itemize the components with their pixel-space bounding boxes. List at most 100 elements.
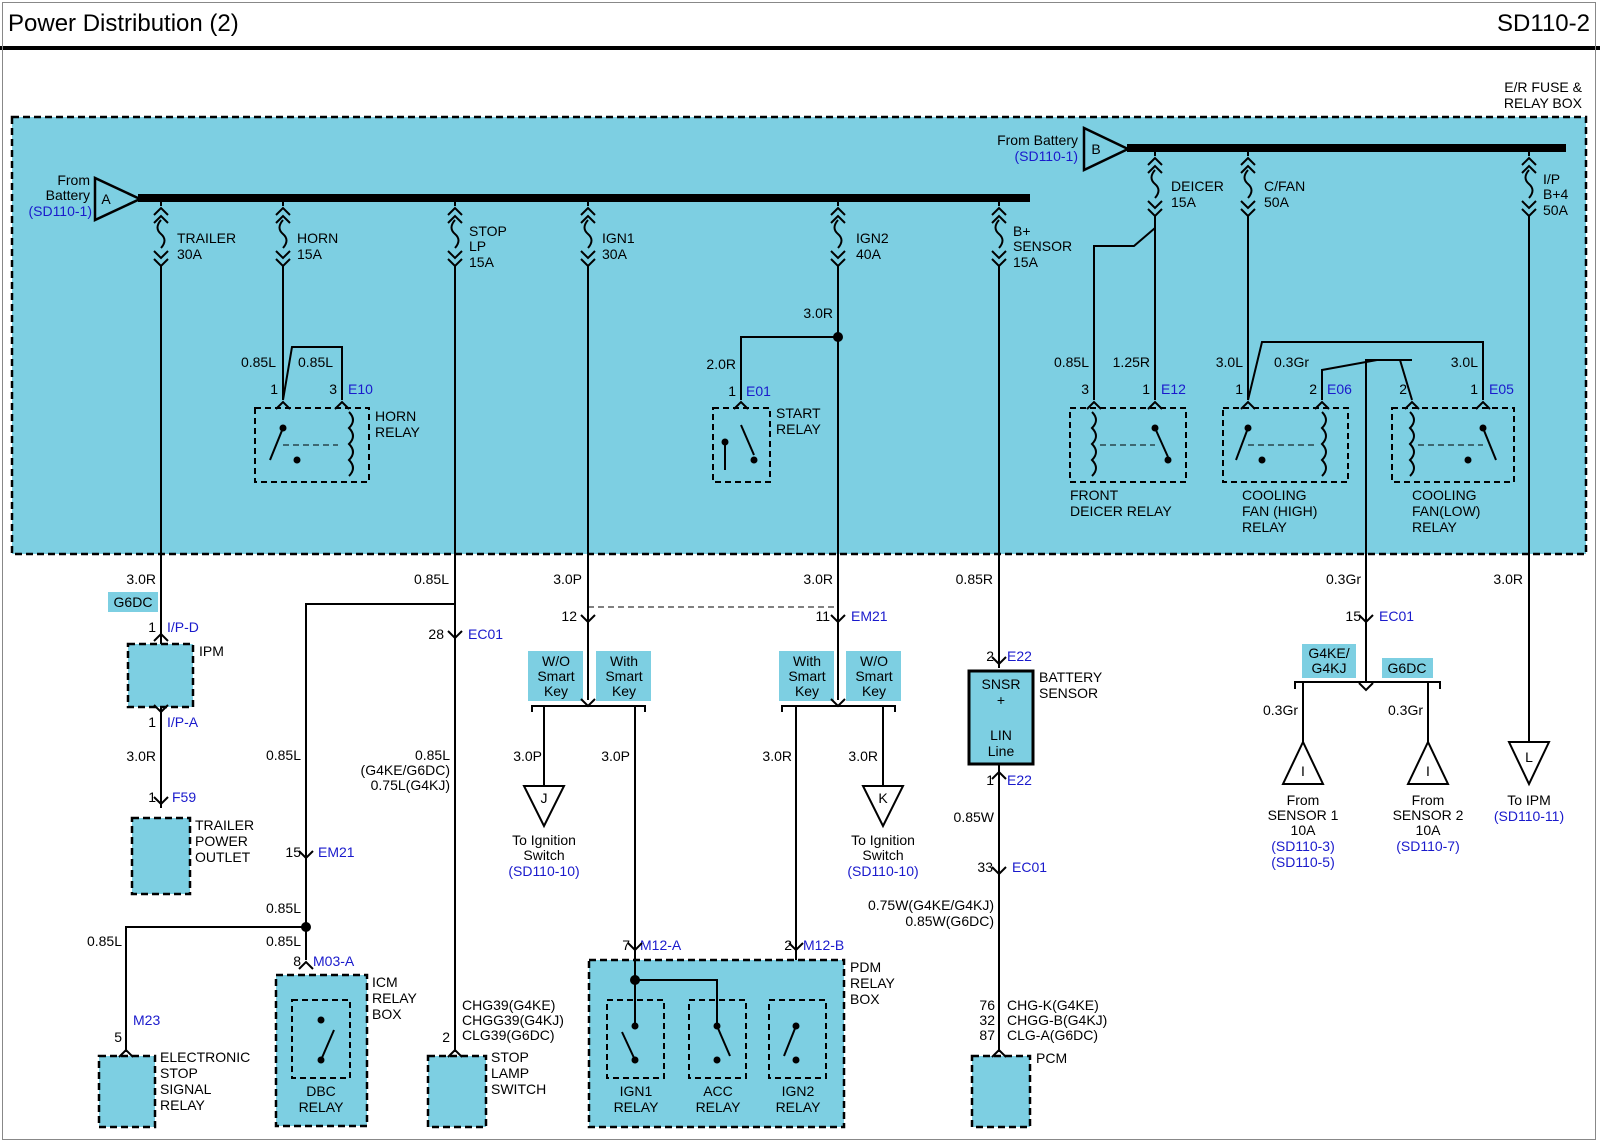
wire-label-w26: 0.85W [954,809,995,825]
chev-e22b [991,770,1007,780]
ref-i1-l3: 10A [1291,822,1317,838]
conn-e22b: E22 [1007,772,1032,788]
chev-e06-2 [1314,400,1330,410]
key-wo2-l2: Smart [855,668,892,684]
ipm-label: IPM [199,643,224,659]
front-deicer-relay [1069,407,1187,483]
pin-e05-2: 2 [1399,381,1407,397]
fuse-ign1-bottom-chevron [580,250,596,260]
fuse-trailer-top-chevron [153,206,169,216]
snsr-l3: LIN [990,727,1012,743]
wire-horn-jumper [282,346,343,401]
ref-k-triangle [861,785,905,829]
conn-ipd: I/P-D [167,619,199,635]
fuse-amp-horn: 15A [297,246,323,262]
chev-key-split-2 [830,698,846,708]
fuse-ip-b4 [1521,148,1537,240]
pin-ec01a: 28 [428,626,444,642]
pin-e12-3: 3 [1081,381,1089,397]
fuse-amp-ip: 50A [1543,202,1569,218]
dbc-contact-1 [317,1016,325,1024]
fan-low-l3: RELAY [1412,519,1458,535]
chev-e12-3 [1086,400,1102,410]
wire-label-w10: 3.0R [126,571,156,587]
wire-label-w17: 3.0R [126,748,156,764]
trailer-l1: TRAILER [195,817,254,833]
conn-e12: E12 [1161,381,1186,397]
wire-fan-sensor [1365,359,1413,610]
horn-relay-l1: HORN [375,408,416,424]
pin-em21c: 15 [285,844,301,860]
fuse-amp-ign2: 40A [856,246,882,262]
ign2-l2: RELAY [776,1099,822,1115]
pcm-module [970,1054,1032,1129]
pin-e01: 1 [728,383,736,399]
wire-label-w13: 3.0R [803,571,833,587]
ref-j-triangle [522,785,566,829]
wire-label-w20: 3.0P [513,748,542,764]
wire-label-w16: 3.0R [1493,571,1523,587]
fuse-ign2-top-chevron [830,206,846,216]
pin-m12a: 7 [622,937,630,953]
chev-e12-1 [1147,400,1163,410]
ref-i2-l3: 10A [1416,822,1442,838]
ref-i1-triangle [1281,739,1325,785]
key-wo1-l1: W/O [542,653,570,669]
wire-label-w11: 0.85L [414,571,449,587]
conn-ec01c: EC01 [1379,608,1414,624]
acc-l1: ACC [703,1083,733,1099]
source-a-triangle [93,176,143,222]
icm-l1: ICM [372,974,398,990]
conn-e01: E01 [746,383,771,399]
stop-sw-l2: LAMP [491,1065,529,1081]
key-wo2-bg [846,651,901,701]
fuse-label-sensor: SENSOR [1013,238,1072,254]
variant-g4ke-l2: G4KJ [1311,660,1346,676]
source-b-letter: B [1091,141,1100,157]
fan-high-l1: COOLING [1242,487,1307,503]
variant-g4ke-l1: G4KE/ [1308,645,1349,661]
key-wo2-l3: Key [862,683,886,699]
conn-e06: E06 [1327,381,1352,397]
fuse-b-sensor-bottom-chevron [991,250,1007,260]
ref-i1-r2: (SD110-5) [1271,854,1335,870]
chev-ec01a [447,630,463,640]
chev-horn-3 [334,400,350,410]
wire-label-w25: 0.3Gr [1388,702,1423,718]
chev-e05-2 [1404,400,1420,410]
pin-pcm-3: 87 [979,1027,995,1043]
conn-m03: M03-A [313,953,355,969]
ign1-relay [606,980,665,1079]
wire-label-w19c: 0.75L(G4KJ) [371,777,450,793]
chev-ec01c [1358,614,1374,624]
icm-l3: BOX [372,1006,402,1022]
trailer-l3: OUTLET [195,849,251,865]
fan-low-l1: COOLING [1412,487,1477,503]
battery-sensor [967,669,1035,766]
wire-label-w19a: 0.85L [415,747,450,763]
page-title: Power Distribution (2) [8,10,239,37]
chev-m03 [298,960,314,970]
fuse-b-sensor-top-chevron-2 [991,214,1007,224]
ref-l-ref: (SD110-11) [1494,808,1564,824]
source-b-from: From Battery [997,132,1078,148]
pcm-row-3: CLG-A(G6DC) [1007,1027,1098,1043]
conn-em21c: EM21 [318,844,355,860]
source-a-from: From [57,172,90,188]
pin-horn-1: 1 [270,381,278,397]
wire-label-w28: 0.85L [266,933,301,949]
ign2-l1: IGN2 [782,1083,815,1099]
wire-esr [125,926,306,1052]
conn-ipa: I/P-A [167,714,199,730]
fuse-horn-top-chevron-2 [275,214,291,224]
ref-i2-l2: SENSOR 2 [1393,807,1464,823]
horn-relay-l2: RELAY [375,424,421,440]
fuse-horn-top-chevron [275,206,291,216]
conn-m12a: M12-A [640,937,682,953]
pin-horn-3: 3 [329,381,337,397]
fuse-amp-ign1: 30A [602,246,628,262]
conn-m12b: M12-B [803,937,844,953]
cooling-fan-low-relay [1391,407,1515,483]
chev-m12b [788,942,804,952]
